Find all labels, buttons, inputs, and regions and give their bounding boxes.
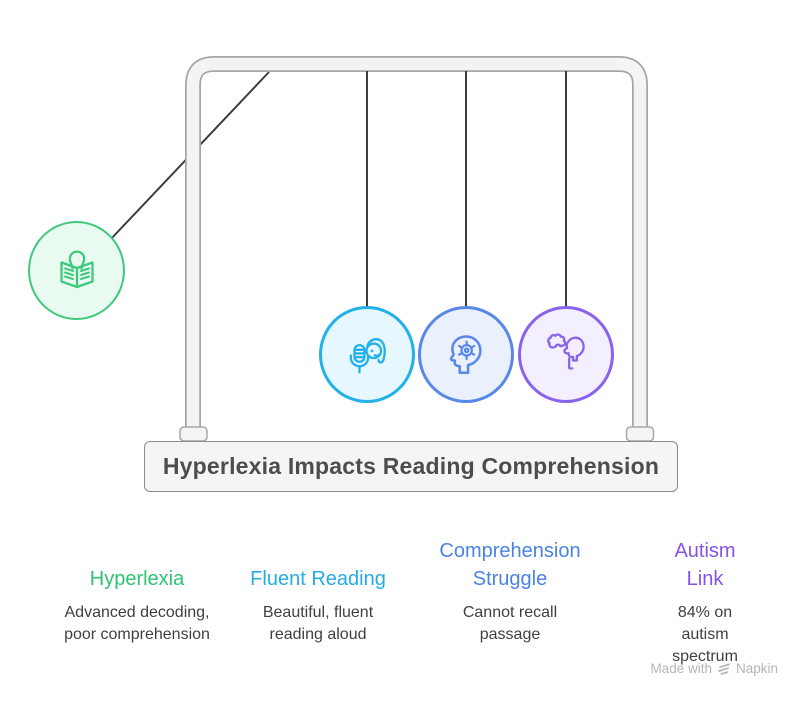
frame-fill	[186, 57, 647, 436]
legend-autism-link: Autism Link 84% on autism spectrum	[656, 535, 755, 668]
cradle-base: Hyperlexia Impacts Reading Comprehension	[144, 441, 678, 492]
legend-subtitle: Beautiful, fluent reading aloud	[262, 604, 374, 643]
legend-comprehension-struggle: Comprehension Struggle Cannot recall pas…	[439, 535, 580, 646]
person-reading-book-icon	[59, 250, 94, 288]
ball-autism-link[interactable]	[518, 306, 614, 403]
brand-label: Napkin	[735, 661, 778, 676]
ball-comprehension-struggle[interactable]	[418, 306, 514, 403]
made-with-label: Made with	[650, 661, 712, 676]
base-title: Hyperlexia Impacts Reading Comprehension	[162, 453, 660, 479]
ball-hyperlexia[interactable]	[28, 221, 125, 320]
ball-fluent-reading[interactable]	[319, 306, 415, 403]
legend-title: Fluent Reading	[250, 568, 386, 590]
frame-foot-left	[179, 426, 208, 442]
legend-fluent-reading: Fluent Reading Beautiful, fluent reading…	[250, 535, 386, 646]
frame-foot-right	[625, 426, 655, 442]
legend-subtitle: Cannot recall passage	[462, 604, 558, 643]
napkin-credit[interactable]: Made with Napkin	[650, 661, 778, 676]
puzzle-head-icon	[547, 332, 585, 369]
legend-title: Comprehension Struggle	[439, 540, 581, 590]
legend-subtitle: 84% on autism spectrum	[672, 604, 738, 665]
newtons-cradle-structure	[109, 56, 655, 442]
legend-title: Autism Link	[674, 540, 736, 590]
legend-title: Hyperlexia	[89, 568, 185, 590]
napkin-logo-icon	[718, 663, 730, 675]
face-with-microphone-icon	[349, 337, 386, 373]
head-with-gear-icon	[449, 334, 482, 374]
legend-subtitle: Advanced decoding, poor comprehension	[64, 604, 210, 643]
legend-hyperlexia: Hyperlexia Advanced decoding, poor compr…	[64, 535, 210, 646]
